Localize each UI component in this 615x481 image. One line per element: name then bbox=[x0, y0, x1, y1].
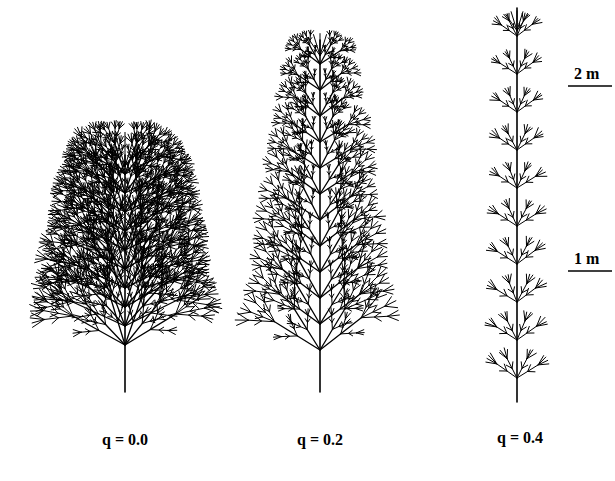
branch-line bbox=[116, 292, 118, 296]
branching-trees bbox=[30, 8, 549, 402]
branch-line bbox=[53, 293, 61, 294]
branch-line bbox=[167, 232, 168, 240]
branch-line bbox=[131, 310, 133, 314]
branch-line bbox=[205, 294, 218, 295]
branch-line bbox=[158, 319, 166, 320]
branch-line bbox=[99, 266, 103, 267]
branch-line bbox=[148, 208, 149, 212]
branch-line bbox=[85, 329, 90, 332]
branch-line bbox=[84, 247, 85, 259]
branch-line bbox=[195, 230, 207, 231]
branch-line bbox=[78, 211, 84, 213]
branch-line bbox=[50, 205, 60, 210]
branch-line bbox=[174, 191, 175, 198]
branch-line bbox=[155, 300, 156, 305]
branch-line bbox=[70, 247, 71, 254]
branch-line bbox=[160, 312, 165, 314]
branch-line bbox=[174, 282, 182, 285]
branch-line bbox=[169, 247, 175, 249]
branch-line bbox=[194, 252, 205, 253]
branch-line bbox=[159, 327, 164, 330]
branch-line bbox=[72, 226, 73, 234]
branch-line bbox=[127, 231, 128, 237]
branch-line bbox=[131, 292, 132, 296]
branch-line bbox=[33, 320, 45, 328]
branch-line bbox=[117, 256, 118, 260]
branch-line bbox=[52, 202, 61, 205]
branch-line bbox=[35, 307, 47, 308]
branch-line bbox=[51, 309, 60, 310]
branch-line bbox=[168, 331, 175, 335]
branch-line bbox=[130, 274, 131, 278]
branch-line bbox=[192, 220, 203, 221]
branch-line bbox=[94, 304, 99, 306]
branch-line bbox=[150, 244, 151, 249]
branch-line bbox=[73, 330, 81, 333]
branch-line bbox=[85, 313, 90, 315]
branch-line bbox=[154, 182, 163, 183]
branch-line bbox=[116, 212, 117, 218]
